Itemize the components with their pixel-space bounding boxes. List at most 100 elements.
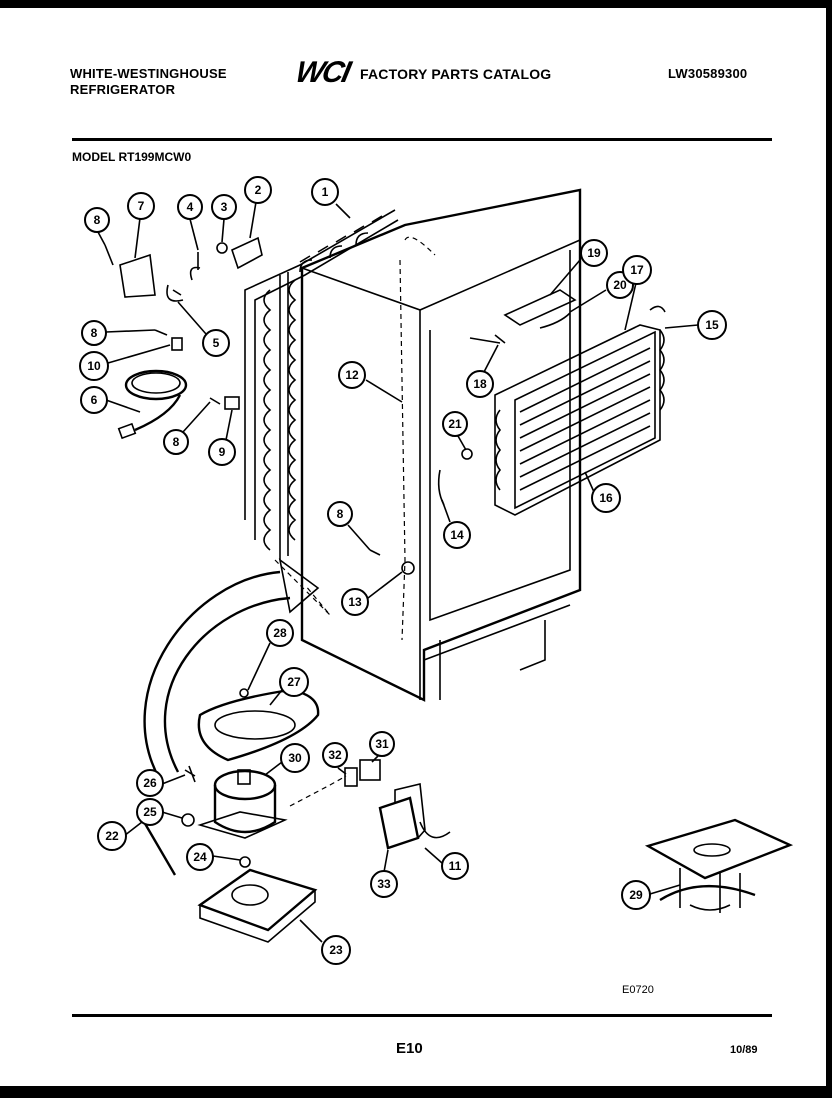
drawing-reference: E0720 — [622, 984, 654, 996]
overload-32 — [344, 767, 358, 787]
callout-12: 12 — [338, 361, 403, 403]
callout-33: 33 — [370, 849, 398, 898]
svg-text:27: 27 — [287, 675, 301, 689]
svg-text:29: 29 — [629, 888, 643, 902]
svg-text:12: 12 — [345, 368, 359, 382]
callout-15: 15 — [664, 310, 727, 340]
callout-8-mid: 8 — [81, 320, 156, 346]
callout-28: 28 — [247, 619, 294, 691]
capacitor-33 — [378, 783, 451, 850]
header-rule — [72, 138, 772, 141]
manufacturer-name: WHITE-WESTINGHOUSE REFRIGERATOR — [70, 66, 227, 98]
power-cord — [117, 369, 188, 440]
manufacturer-line-1: WHITE-WESTINGHOUSE — [70, 66, 227, 81]
callout-29: 29 — [621, 880, 681, 910]
callout-32: 32 — [322, 742, 348, 775]
callout-30: 30 — [264, 743, 310, 776]
svg-text:15: 15 — [705, 318, 719, 332]
frame-top-border — [0, 0, 832, 8]
evaporator-coil — [494, 305, 666, 516]
svg-text:28: 28 — [273, 626, 287, 640]
grommet-part — [401, 561, 415, 575]
callout-26: 26 — [136, 769, 186, 797]
callout-14: 14 — [441, 499, 471, 549]
callout-8-top: 8 — [84, 207, 110, 246]
condenser-coil — [244, 209, 399, 560]
callout-8-cabinet: 8 — [327, 501, 371, 551]
drain-pan — [197, 688, 320, 762]
footer-rule — [72, 1014, 772, 1017]
screw-part — [369, 549, 381, 556]
catalog-date: 10/89 — [730, 1044, 758, 1056]
catalog-title: FACTORY PARTS CATALOG — [360, 66, 552, 82]
drain-tube — [399, 236, 436, 641]
callout-10: 10 — [79, 344, 171, 381]
svg-text:8: 8 — [91, 326, 98, 340]
washer-part — [239, 688, 249, 698]
manufacturer-line-2: REFRIGERATOR — [70, 82, 176, 97]
svg-text:31: 31 — [375, 737, 389, 751]
callout-2: 2 — [244, 176, 272, 239]
condenser-fan-assembly — [644, 818, 794, 913]
svg-text:8: 8 — [173, 435, 180, 449]
clip-26 — [184, 765, 196, 783]
svg-text:9: 9 — [219, 445, 226, 459]
svg-text:26: 26 — [143, 776, 157, 790]
defrost-heater-parts — [437, 289, 577, 506]
callout-23: 23 — [299, 919, 351, 965]
svg-text:33: 33 — [377, 877, 391, 891]
svg-text:19: 19 — [587, 246, 601, 260]
svg-text:32: 32 — [328, 748, 342, 762]
svg-text:3: 3 — [221, 200, 228, 214]
control-parts-group — [104, 236, 263, 351]
callout-31: 31 — [369, 731, 395, 763]
model-number: MODEL RT199MCW0 — [72, 150, 192, 164]
svg-text:21: 21 — [448, 417, 462, 431]
svg-text:13: 13 — [348, 595, 362, 609]
svg-text:5: 5 — [213, 336, 220, 350]
callout-1: 1 — [311, 178, 351, 219]
grommet-25 — [181, 813, 195, 827]
callout-21: 21 — [442, 411, 468, 451]
svg-text:17: 17 — [630, 263, 644, 277]
frame-bottom-border — [0, 1086, 832, 1098]
svg-text:4: 4 — [187, 200, 194, 214]
svg-text:10: 10 — [87, 359, 101, 373]
svg-text:20: 20 — [613, 278, 627, 292]
relay-part — [224, 396, 240, 410]
svg-text:6: 6 — [91, 393, 98, 407]
callout-22: 22 — [97, 821, 143, 851]
compressor — [197, 769, 288, 839]
assembly-arrow — [143, 570, 291, 781]
svg-text:2: 2 — [255, 183, 262, 197]
callout-25: 25 — [136, 798, 183, 826]
callout-4: 4 — [177, 194, 203, 251]
callout-5: 5 — [177, 301, 230, 357]
callout-24: 24 — [186, 843, 241, 871]
svg-text:16: 16 — [599, 491, 613, 505]
grommet-24 — [239, 856, 251, 868]
callout-13: 13 — [341, 571, 403, 616]
callout-9: 9 — [208, 409, 236, 466]
wire-path — [289, 775, 347, 807]
svg-text:30: 30 — [288, 751, 302, 765]
callout-19: 19 — [549, 239, 608, 296]
catalog-number: LW30589300 — [668, 66, 748, 81]
callout-6: 6 — [80, 386, 141, 414]
page-code: E10 — [396, 1040, 423, 1057]
frame-right-border — [826, 0, 832, 1098]
svg-text:25: 25 — [143, 805, 157, 819]
clip-part — [209, 397, 221, 405]
callout-18: 18 — [466, 344, 499, 398]
callout-16: 16 — [584, 471, 621, 513]
svg-text:14: 14 — [450, 528, 464, 542]
svg-text:8: 8 — [94, 213, 101, 227]
callout-27: 27 — [269, 667, 309, 706]
compressor-base — [197, 868, 318, 943]
refrigerator-cabinet — [300, 188, 582, 702]
svg-text:24: 24 — [193, 850, 207, 864]
svg-text:8: 8 — [337, 507, 344, 521]
svg-text:1: 1 — [322, 185, 329, 199]
svg-text:23: 23 — [329, 943, 343, 957]
